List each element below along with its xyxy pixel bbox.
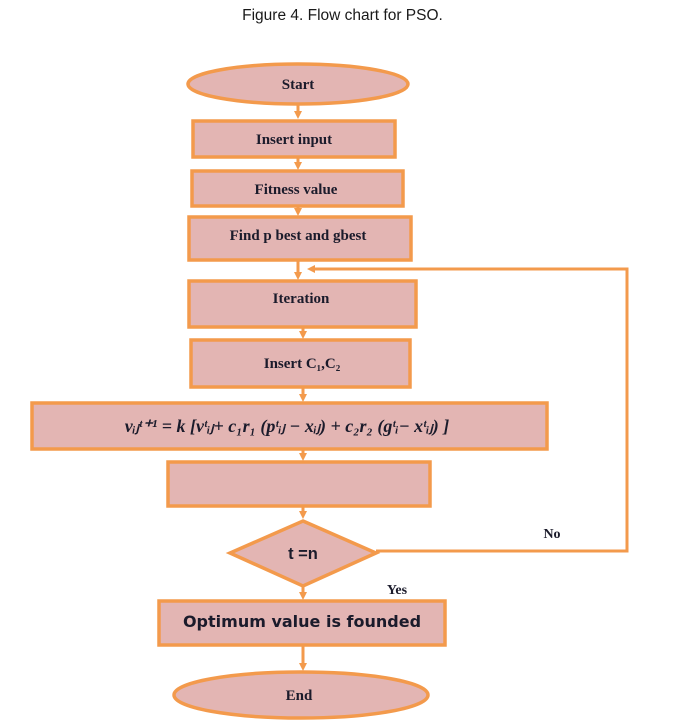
node-velocity-formula: vᵢⱼᵗ⁺¹ = k [vᵗᵢⱼ+ c₁r₁ (pᵗᵢⱼ − xᵢⱼ) + c₂… xyxy=(30,401,549,451)
figure-caption: Figure 4. Flow chart for PSO. xyxy=(0,7,685,25)
edge-no-loop xyxy=(307,265,629,553)
node-fitness-value: Fitness value xyxy=(190,169,405,208)
node-end: End xyxy=(172,670,430,720)
decision-label: t =n xyxy=(288,545,318,563)
find-best-label: Find p best and gbest xyxy=(230,228,367,244)
insert-input-label: Insert input xyxy=(256,132,332,148)
end-label: End xyxy=(286,688,313,704)
no-branch-label: No xyxy=(543,527,560,542)
figure-label: Figure 4 xyxy=(242,7,299,24)
node-blank-step xyxy=(166,460,432,508)
node-decision: t =n xyxy=(225,519,381,588)
iteration-label: Iteration xyxy=(273,291,330,307)
optimum-label: Optimum value is founded xyxy=(183,612,421,631)
node-find-best: Find p best and gbest xyxy=(187,215,413,262)
node-start: Start xyxy=(186,62,410,106)
caption-text: . Flow chart for PSO. xyxy=(299,7,443,24)
fitness-value-label: Fitness value xyxy=(255,182,338,198)
insert-c-label: Insert C₁,C₂ xyxy=(264,356,341,372)
start-label: Start xyxy=(282,77,315,93)
node-iteration: Iteration xyxy=(187,279,418,329)
node-optimum: Optimum value is founded xyxy=(157,599,447,647)
node-insert-c: Insert C₁,C₂ xyxy=(189,338,412,389)
velocity-formula-label: vᵢⱼᵗ⁺¹ = k [vᵗᵢⱼ+ c₁r₁ (pᵗᵢⱼ − xᵢⱼ) + c₂… xyxy=(125,416,449,437)
yes-branch-label: Yes xyxy=(387,583,408,598)
connectors xyxy=(294,104,629,671)
node-insert-input: Insert input xyxy=(191,119,397,159)
